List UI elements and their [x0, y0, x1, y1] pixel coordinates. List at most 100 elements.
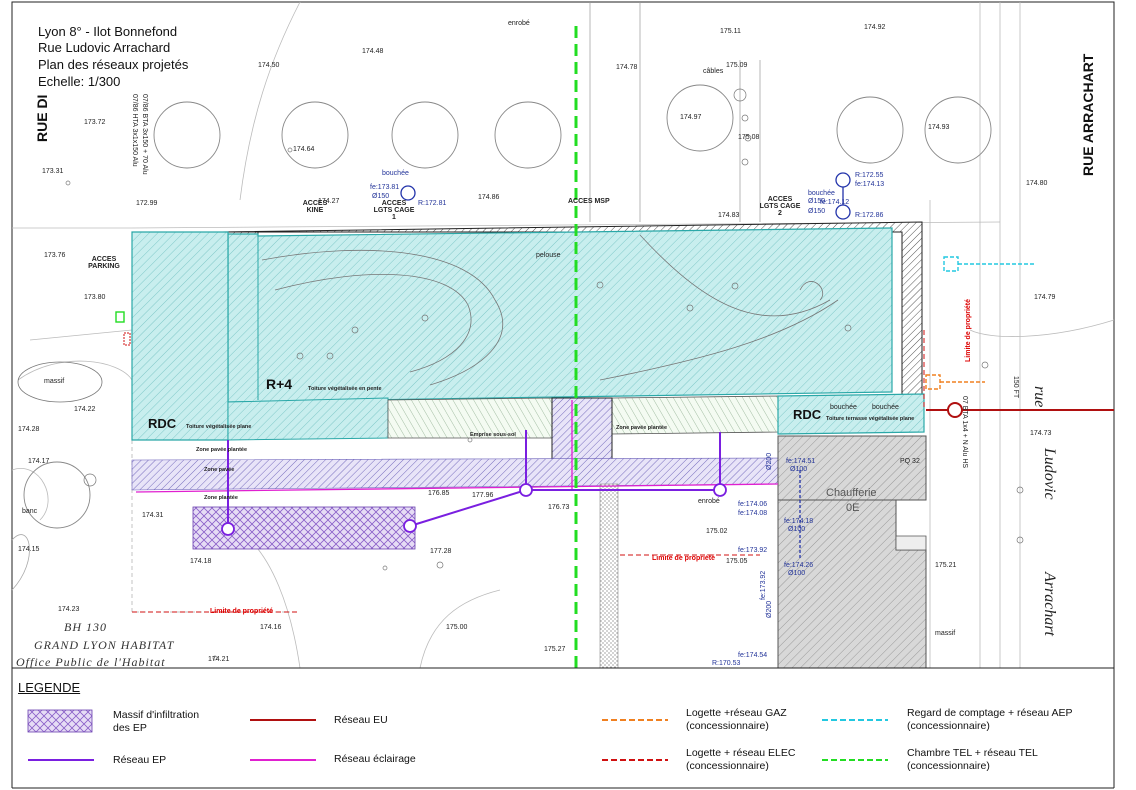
level-pq: PQ 32 — [900, 458, 920, 465]
street-right: RUE ARRACHART — [1080, 53, 1096, 176]
label-zone-plantee: Zone plantée — [204, 495, 238, 501]
level-fe: fe:174.54 — [738, 652, 768, 659]
label-bouchee-3: bouchée — [830, 404, 857, 411]
level-diam: Ø200 — [766, 600, 773, 618]
logette-gaz — [925, 374, 985, 390]
legend-label-sub: (concessionnaire) — [686, 760, 769, 772]
dotted-strip — [599, 483, 619, 669]
level-fe: fe:174.26 — [784, 562, 814, 569]
street-right-italic-2: Ludovic — [1041, 448, 1058, 500]
level: 173.31 — [42, 168, 64, 175]
label-acces-lgts-1: ACCES LGTS CAGE 1 — [373, 200, 415, 221]
label-cables: câbles — [703, 68, 724, 75]
regard-aep — [943, 256, 1035, 272]
label-toiture-rdc-right: Toiture terrasse végétalisée plane — [826, 416, 915, 422]
legend-label-sub: (concessionnaire) — [907, 720, 990, 732]
level-fe: Ø150 — [372, 193, 390, 200]
level-fe: fe:174.13 — [855, 181, 885, 188]
legend-label-main: Massif d'infiltration — [113, 709, 200, 721]
level: 174.48 — [362, 48, 384, 55]
level: 174.50 — [258, 62, 280, 69]
legend-swatches — [27, 709, 888, 761]
label-limite-2: Limite de propriété — [652, 555, 716, 562]
level: 176.85 — [428, 490, 450, 497]
label-office: Office Public de l'Habitat — [16, 655, 166, 669]
reseau-eclairage — [135, 400, 779, 493]
street-right-italic-3: Arrachart — [1041, 572, 1058, 636]
legend-label-main: Chambre TEL + réseau TEL — [907, 747, 1038, 759]
label-zone-pavee: Zone pavée — [204, 467, 235, 473]
level-fe: fe:174.18 — [784, 518, 814, 525]
level: 174.28 — [18, 426, 40, 433]
level: 174.18 — [190, 558, 212, 565]
limites-propriete — [132, 330, 925, 613]
level: 175.11 — [720, 28, 741, 35]
label-zone-pavee-plantee: Zone pavée plantée — [196, 447, 248, 453]
label-chaufferie-sub: 0E — [846, 502, 860, 514]
label-enrobe-mid: enrobé — [698, 498, 720, 505]
label-rdc-right: RDC — [793, 407, 822, 422]
legend-label-gaz: Logette +réseau GAZ (concessionnaire) — [686, 707, 787, 733]
level-fe: Ø150 — [808, 198, 826, 205]
reseau-eu — [926, 402, 1114, 418]
legend-label-main: Réseau éclairage — [334, 753, 416, 765]
level-fe: fe:174.06 — [738, 501, 768, 508]
legend-label-tel: Chambre TEL + réseau TEL (concessionnair… — [907, 747, 1038, 773]
level: 174.86 — [478, 194, 500, 201]
label-bouchee-4: bouchée — [872, 404, 899, 411]
label-cable-150: 150 FT — [1012, 376, 1019, 399]
legend-label-massif: Massif d'infiltration des EP — [113, 709, 199, 735]
legend-label-main: Regard de comptage + réseau AEP — [907, 707, 1073, 719]
label-emprise: Emprise sous-sol — [470, 432, 516, 438]
level: 175.08 — [738, 134, 760, 141]
label-acces-parking: ACCES PARKING — [88, 256, 120, 270]
level-r: R:172.55 — [855, 172, 884, 179]
level: 173.80 — [84, 294, 106, 301]
level: 174.15 — [18, 546, 40, 553]
level: 175.05 — [726, 558, 748, 565]
regards-top — [400, 172, 851, 560]
label-bouchee-1: bouchée — [382, 170, 409, 177]
label-acces-msp: ACCES MSP — [568, 198, 610, 205]
level: 176.73 — [548, 504, 570, 511]
legend-swatch-massif — [27, 709, 93, 733]
level-fe: fe:174.12 — [820, 199, 850, 206]
level-r: R:172.86 — [855, 212, 884, 219]
level-fe: fe:174.51 — [786, 458, 816, 465]
level: 175.21 — [935, 562, 957, 569]
street-left: RUE DI — [34, 94, 50, 142]
label-massif-right: massif — [935, 630, 956, 637]
label-toiture-rdc-left: Toiture végétalisée plane — [186, 424, 252, 430]
label-chaufferie: Chaufferie — [826, 487, 877, 499]
label-zone-pavee-plantee-2: Zone pavée plantée — [616, 425, 668, 431]
street-right-italic-1: rue — [1031, 386, 1048, 408]
label-toiture-r4: Toiture végétalisée en pente — [308, 386, 382, 392]
label-grand-lyon: GRAND LYON HABITAT — [34, 638, 175, 652]
level: 174.64 — [293, 146, 315, 153]
legend-label-eclairage: Réseau éclairage — [334, 753, 416, 766]
level: 174.79 — [1034, 294, 1056, 301]
level-fe: Ø100 — [788, 526, 806, 533]
legend-label-main: Logette +réseau GAZ — [686, 707, 787, 719]
level: 175.02 — [706, 528, 728, 535]
label-banc: banc — [22, 508, 38, 515]
label-acces-kine: ACCES KINE — [302, 200, 328, 214]
level: 174.83 — [718, 212, 740, 219]
legend-label-main: Réseau EU — [334, 714, 388, 726]
level: 175.00 — [446, 624, 468, 631]
label-r4: R+4 — [266, 376, 293, 392]
title-line-1: Lyon 8° - Ilot Bonnefond — [38, 24, 178, 39]
level-r: R:172.81 — [418, 200, 447, 207]
label-bouchee-2: bouchée — [808, 190, 835, 197]
legend-label-sub: des EP — [113, 722, 147, 734]
ep-regards — [221, 483, 727, 536]
label-limite-1: Limite de propriété — [210, 608, 274, 615]
label-rdc-left: RDC — [148, 416, 177, 431]
level: 174.73 — [1030, 430, 1052, 437]
level: 173.72 — [84, 119, 106, 126]
level-fe: fe:173.92 — [738, 547, 768, 554]
level: 175.09 — [726, 62, 748, 69]
level: 173.76 — [44, 252, 66, 259]
level: 174.23 — [58, 606, 80, 613]
